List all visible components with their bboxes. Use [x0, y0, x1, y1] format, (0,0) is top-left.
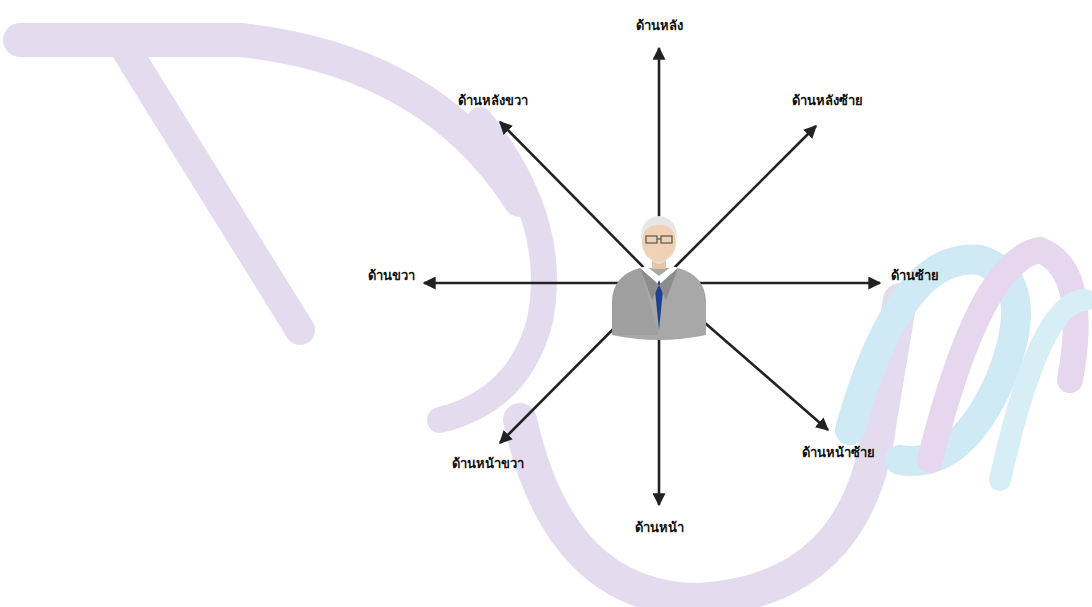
direction-label: ด้านหลังขวา	[458, 93, 528, 110]
direction-label: ด้านหลังซ้าย	[792, 93, 863, 110]
direction-label: ด้านหน้าขวา	[452, 456, 524, 473]
direction-label: ด้านหน้าซ้าย	[802, 445, 875, 462]
direction-label: ด้านหลัง	[636, 18, 683, 35]
direction-label: ด้านซ้าย	[891, 268, 939, 285]
direction-label: ด้านหน้า	[635, 520, 684, 537]
direction-label: ด้านขวา	[368, 268, 415, 285]
